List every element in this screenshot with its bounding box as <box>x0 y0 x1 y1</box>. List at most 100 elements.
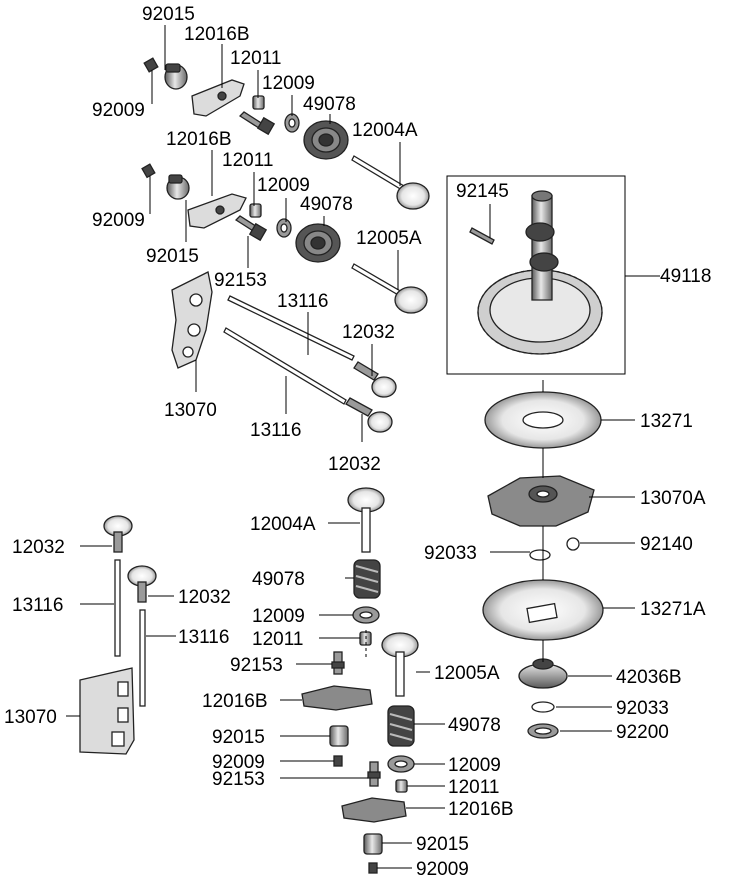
nut-92009-middle <box>141 163 156 179</box>
label-92009-d: 92009 <box>416 859 469 880</box>
adjuster-92015-middle <box>166 174 190 200</box>
adjuster-92015-upper <box>164 63 188 90</box>
label-13271: 13271 <box>640 411 693 432</box>
spring-49078-middle <box>295 223 341 263</box>
valve-12005a-middle <box>351 263 428 314</box>
label-13070-a: 13070 <box>164 400 217 421</box>
label-92033-a: 92033 <box>424 543 477 564</box>
nut-92009-lower <box>368 862 378 874</box>
gear-42036b <box>518 658 568 689</box>
cap-12011-middle <box>249 203 262 218</box>
adjuster-92015-center <box>329 725 349 747</box>
label-12005a-a: 12005A <box>356 228 422 249</box>
pushrod-13116-left-b <box>139 609 146 707</box>
label-12011-d: 12011 <box>448 777 499 798</box>
tappet-12032-left-b <box>127 565 157 603</box>
label-12009-c: 12009 <box>252 606 305 627</box>
spring-49078-center <box>353 559 381 599</box>
washer-13271a <box>482 579 604 641</box>
label-49118: 49118 <box>660 266 711 287</box>
retainer-12009-center-b <box>387 755 415 773</box>
label-13116-b: 13116 <box>250 420 301 441</box>
tappet-12032-upper-b <box>345 397 393 433</box>
label-92153-c: 92153 <box>212 769 265 790</box>
rocker-arm-12016b-upper <box>191 79 245 117</box>
label-12009-a: 12009 <box>262 73 315 94</box>
label-49078-c: 49078 <box>252 569 305 590</box>
label-12009-b: 12009 <box>257 175 310 196</box>
label-13116-c: 13116 <box>12 595 63 616</box>
guide-plate-13070-upper <box>171 271 213 369</box>
pushrod-13116-upper-a <box>227 295 355 361</box>
nut-92009-center <box>333 755 343 767</box>
rocker-arm-12016b-middle <box>187 193 247 229</box>
label-12032-b: 12032 <box>328 454 381 475</box>
label-12004a-a: 12004A <box>352 120 418 141</box>
tappet-12032-left-a <box>103 515 133 553</box>
label-13070a: 13070A <box>640 488 706 509</box>
cam-gear <box>477 269 603 355</box>
label-49078-b: 49078 <box>300 194 353 215</box>
label-12032-a: 12032 <box>342 322 395 343</box>
pushrod-13116-left-a <box>114 559 121 657</box>
washer-13271 <box>484 391 602 449</box>
clip-92033-lower <box>531 701 555 713</box>
label-92200: 92200 <box>616 722 669 743</box>
spring-49078-center-b <box>387 705 415 747</box>
label-12032-d: 12032 <box>178 587 231 608</box>
spring-49078-upper <box>303 120 349 160</box>
label-92015-b: 92015 <box>146 246 199 267</box>
label-92140: 92140 <box>640 534 693 555</box>
label-13271a: 13271A <box>640 599 706 620</box>
label-12016b-b: 12016B <box>166 129 232 150</box>
label-92015-c: 92015 <box>212 727 265 748</box>
label-92153-a: 92153 <box>214 270 267 291</box>
label-42036b: 42036B <box>616 667 682 688</box>
label-92033-b: 92033 <box>616 698 669 719</box>
guide-plate-13070-lower <box>79 667 135 755</box>
retainer-12009-upper <box>284 113 300 133</box>
valve-12005a-center <box>381 632 419 697</box>
label-12032-c: 12032 <box>12 537 65 558</box>
nut-92009-upper <box>143 57 159 73</box>
label-12016b-d: 12016B <box>448 799 514 820</box>
stud-92153-center <box>331 651 345 675</box>
ball-92140 <box>566 537 580 551</box>
stud-92153-center-b <box>367 761 381 787</box>
label-92015-a: 92015 <box>142 4 195 25</box>
label-13116-a: 13116 <box>277 291 328 312</box>
valve-12004a-upper <box>351 155 430 210</box>
label-12005a-b: 12005A <box>434 663 500 684</box>
valve-12004a-center <box>347 487 385 553</box>
label-13116-d: 13116 <box>178 627 229 648</box>
cap-12011-center-b <box>395 779 408 793</box>
part-labels: 92015 12016B 12011 12009 92009 49078 120… <box>4 4 711 880</box>
tappet-12032-upper-a <box>353 361 397 398</box>
rocker-arm-12016b-center <box>301 685 373 711</box>
label-92015-d: 92015 <box>416 834 469 855</box>
label-13070-b: 13070 <box>4 707 57 728</box>
label-12011-a: 12011 <box>230 48 281 69</box>
label-12016b-c: 12016B <box>202 691 268 712</box>
adjuster-92015-lower <box>363 833 383 855</box>
governor-13070a <box>487 475 595 527</box>
label-49078-d: 49078 <box>448 715 501 736</box>
spring-92145 <box>469 227 495 245</box>
leader-lines <box>66 25 660 869</box>
label-49078-a: 49078 <box>303 94 356 115</box>
retainer-12009-middle <box>276 218 292 238</box>
label-92009-c: 92009 <box>212 752 265 773</box>
washer-92200 <box>527 723 559 739</box>
stud-92153-upper <box>238 111 276 136</box>
camshaft-kit-box <box>446 175 626 375</box>
rocker-arm-12016b-lower <box>341 797 407 823</box>
label-92153-b: 92153 <box>230 655 283 676</box>
label-12011-c: 12011 <box>252 629 303 650</box>
label-12009-d: 12009 <box>448 755 501 776</box>
label-12004a-b: 12004A <box>250 514 316 535</box>
pushrod-13116-upper-b <box>223 327 347 405</box>
stud-92153-middle <box>234 215 268 242</box>
clip-92033-upper <box>529 549 551 561</box>
retainer-12009-center <box>352 606 380 624</box>
